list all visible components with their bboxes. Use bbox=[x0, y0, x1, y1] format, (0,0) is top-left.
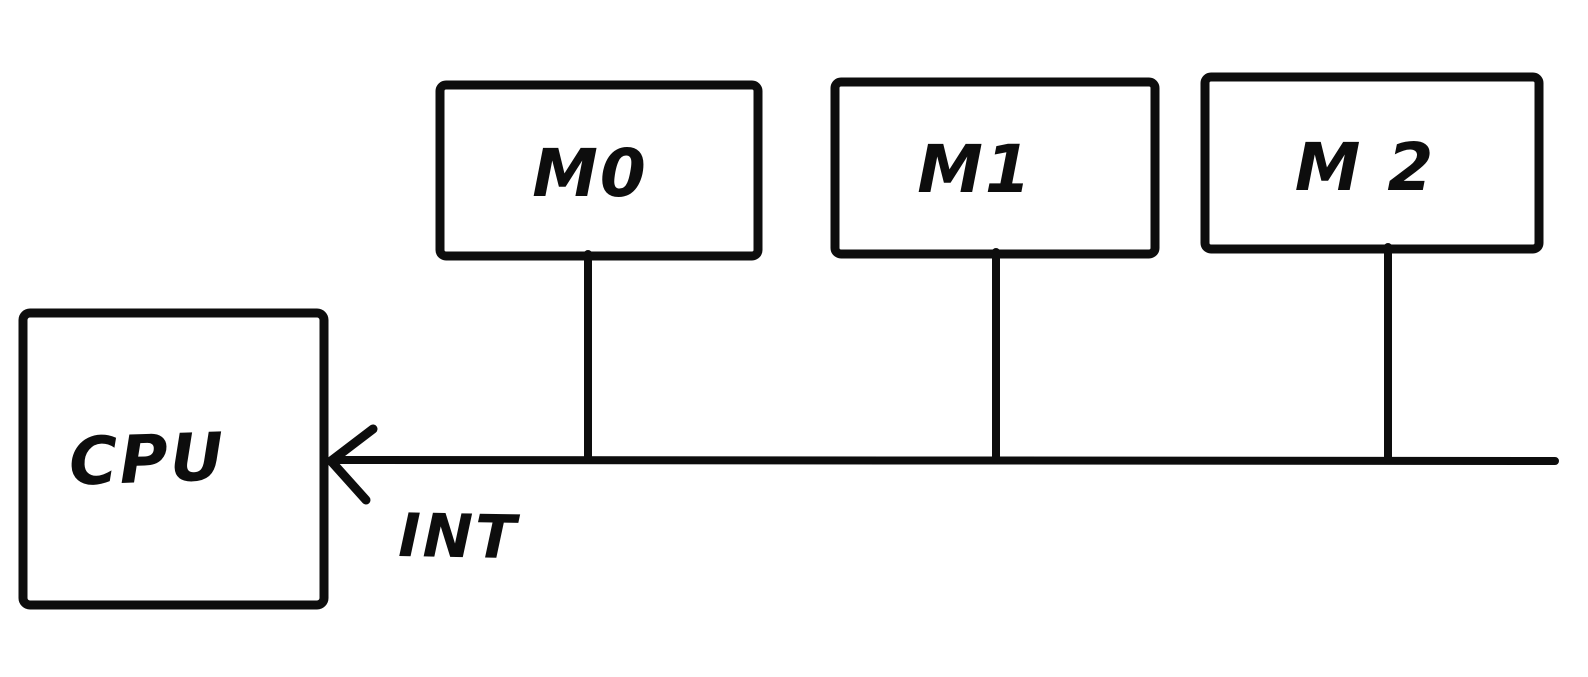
module-m2-node: M 2 bbox=[1200, 72, 1544, 254]
interrupt-bus: INT bbox=[326, 243, 1559, 573]
module-m1-node: M1 bbox=[830, 77, 1160, 259]
bus-int-label: INT bbox=[398, 501, 521, 573]
cpu-node: CPU bbox=[18, 308, 329, 610]
cpu-box bbox=[18, 308, 329, 610]
m2-box bbox=[1200, 72, 1544, 254]
m2-label: M 2 bbox=[1295, 129, 1436, 206]
bus-arrowhead-icon bbox=[326, 424, 378, 505]
cpu-label: CPU bbox=[68, 418, 227, 500]
m1-label: M1 bbox=[917, 131, 1033, 208]
m0-box bbox=[435, 80, 763, 261]
module-m0-node: M0 bbox=[435, 80, 763, 261]
m0-label: M0 bbox=[532, 135, 648, 212]
bus-line bbox=[330, 456, 1559, 465]
